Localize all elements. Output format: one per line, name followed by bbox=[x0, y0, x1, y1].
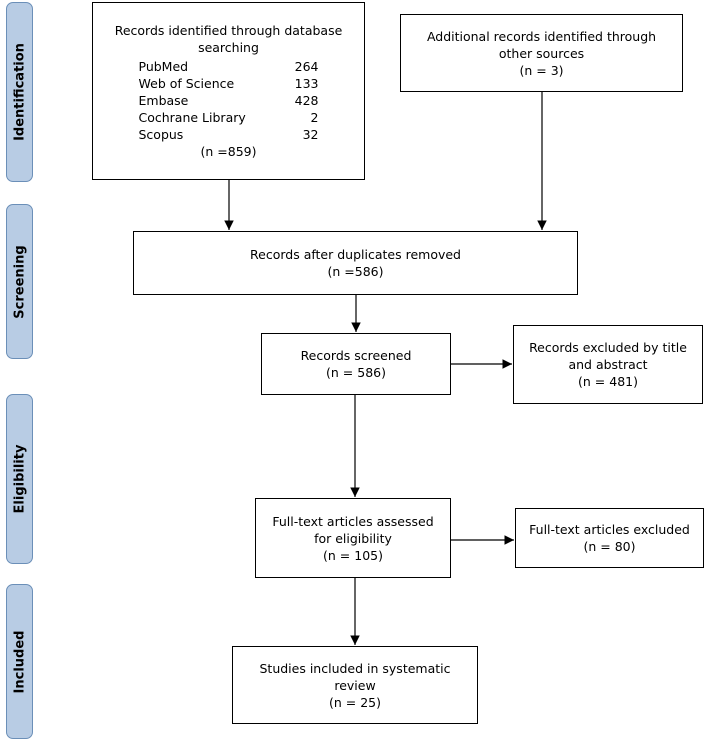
database-name: Cochrane Library bbox=[138, 110, 246, 125]
phase-screening: Screening bbox=[6, 204, 33, 359]
fulltext-assessed-line1: Full-text articles assessed bbox=[272, 513, 434, 529]
database-row: Scopus 32 bbox=[139, 126, 319, 143]
fulltext-excluded-line1: Full-text articles excluded bbox=[529, 522, 690, 537]
included-studies-box: Studies included in systematic review (n… bbox=[232, 646, 478, 724]
database-row: Cochrane Library 2 bbox=[139, 109, 319, 126]
fulltext-assessed-count: (n = 105) bbox=[323, 547, 383, 563]
other-sources-box: Additional records identified through ot… bbox=[400, 14, 683, 92]
excluded-title-abstract-count: (n = 481) bbox=[578, 374, 638, 389]
database-row: Web of Science 133 bbox=[139, 75, 319, 92]
database-list: PubMed 264 Web of Science 133 Embase 428… bbox=[139, 58, 319, 143]
other-sources-count: (n = 3) bbox=[519, 62, 564, 78]
database-count: 133 bbox=[294, 76, 319, 91]
records-screened-count: (n = 586) bbox=[326, 365, 386, 380]
database-row: Embase 428 bbox=[139, 92, 319, 109]
database-name: Scopus bbox=[138, 127, 184, 142]
phase-identification: Identification bbox=[6, 2, 33, 182]
database-search-box: Records identified through database sear… bbox=[92, 2, 365, 180]
database-name: Web of Science bbox=[138, 76, 235, 91]
database-search-title-line2: searching bbox=[198, 40, 259, 55]
database-count: 428 bbox=[294, 93, 319, 108]
duplicates-removed-line1: Records after duplicates removed bbox=[250, 247, 461, 262]
other-sources-line2: other sources bbox=[498, 45, 585, 61]
records-screened-box: Records screened (n = 586) bbox=[261, 333, 451, 395]
database-count: 2 bbox=[310, 110, 319, 125]
fulltext-assessed-box: Full-text articles assessed for eligibil… bbox=[255, 498, 451, 578]
database-count: 264 bbox=[294, 59, 319, 74]
included-studies-line1: Studies included in systematic bbox=[259, 660, 451, 676]
records-screened-line1: Records screened bbox=[300, 348, 412, 363]
included-studies-line2: review bbox=[334, 677, 376, 693]
other-sources-line1: Additional records identified through bbox=[426, 28, 657, 44]
database-search-total: (n =859) bbox=[200, 144, 257, 159]
phase-included: Included bbox=[6, 584, 33, 739]
duplicates-removed-count: (n =586) bbox=[327, 264, 384, 279]
fulltext-assessed-line2: for eligibility bbox=[314, 530, 392, 546]
included-studies-count: (n = 25) bbox=[328, 694, 381, 710]
database-name: PubMed bbox=[138, 59, 189, 74]
database-row: PubMed 264 bbox=[139, 58, 319, 75]
fulltext-excluded-count: (n = 80) bbox=[583, 539, 636, 554]
duplicates-removed-box: Records after duplicates removed (n =586… bbox=[133, 231, 578, 295]
excluded-title-abstract-line1: Records excluded by title bbox=[529, 340, 687, 355]
database-name: Embase bbox=[138, 93, 189, 108]
fulltext-excluded-box: Full-text articles excluded (n = 80) bbox=[515, 508, 704, 568]
database-count: 32 bbox=[302, 127, 319, 142]
excluded-title-abstract-line2: and abstract bbox=[568, 357, 648, 372]
phase-eligibility: Eligibility bbox=[6, 394, 33, 564]
excluded-title-abstract-box: Records excluded by title and abstract (… bbox=[513, 325, 703, 404]
database-search-title-line1: Records identified through database bbox=[114, 23, 343, 38]
